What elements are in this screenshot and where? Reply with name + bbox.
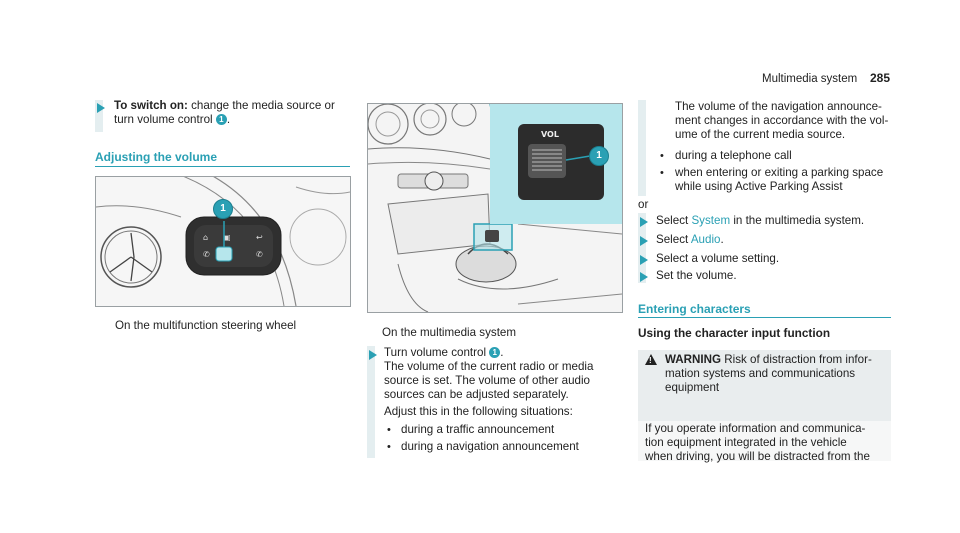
list-item: during a traffic announcement (401, 423, 555, 436)
situations-intro: Adjust this in the following situations: (384, 405, 573, 418)
turn-volume-step: Turn volume control 1. The volume of the… (384, 346, 594, 401)
step-end: . (226, 113, 231, 126)
page-number: 285 (870, 71, 891, 85)
step-arrow-icon (97, 103, 105, 113)
svg-text:▣: ▣ (223, 233, 231, 242)
figure-caption: On the multifunction steering wheel (115, 319, 297, 332)
svg-text:✆: ✆ (203, 250, 210, 259)
svg-text:↩: ↩ (256, 233, 263, 242)
warning-header (638, 350, 891, 421)
warning-body-text: If you operate information and communica… (645, 422, 870, 463)
console-illustration: VOL (368, 104, 622, 312)
step-text: turn volume control (114, 113, 213, 126)
continued-text: The volume of the navigation announce- m… (675, 100, 889, 141)
header-title: Multimedia system (762, 73, 858, 85)
step-arrow-icon (640, 272, 648, 282)
bullet-icon: • (660, 167, 664, 179)
step-text: change the media source or (187, 99, 335, 112)
or-label: or (638, 198, 649, 211)
step-arrow-icon (369, 350, 377, 360)
marker-1-icon: 1 (215, 114, 227, 125)
figure-marker-1-icon: 1 (589, 146, 609, 166)
running-header: Multimedia system (762, 72, 857, 86)
step-select-audio: Select Audio. (656, 233, 724, 246)
section-title-adjusting-volume: Adjusting the volume (95, 150, 218, 164)
bullet-icon: • (387, 441, 391, 453)
svg-text:VOL: VOL (541, 130, 559, 139)
steering-wheel-figure: ⌂ ▣ ↩ ✆ ✆ 1 (95, 176, 351, 307)
system-link[interactable]: System (691, 214, 731, 227)
bullet-icon: • (660, 150, 664, 162)
step-bar (367, 346, 375, 458)
step-set-volume: Set the volume. (656, 269, 737, 282)
bullet-icon: • (387, 424, 391, 436)
warning-exclamation: ! (649, 356, 652, 365)
list-item: during a navigation announcement (401, 440, 579, 453)
section-rule (95, 166, 350, 167)
list-item: during a telephone call (675, 149, 792, 162)
step-select-volume: Select a volume setting. (656, 252, 780, 265)
step-arrow-icon (640, 236, 648, 246)
steering-wheel-illustration: ⌂ ▣ ↩ ✆ ✆ (96, 177, 350, 306)
step-arrow-icon (640, 217, 648, 227)
warning-text: WARNING Risk of distraction from infor- … (665, 353, 872, 394)
svg-text:✆: ✆ (256, 250, 263, 259)
step-bar (638, 100, 646, 196)
step-select-system: Select System in the multimedia system. (656, 214, 865, 227)
warning-triangle-icon (645, 354, 657, 365)
warning-body (638, 421, 891, 461)
step-arrow-icon (640, 255, 648, 265)
subheading: Using the character input function (638, 326, 831, 340)
step-bar (638, 213, 646, 283)
figure-caption: On the multimedia system (382, 326, 517, 339)
switch-on-step: To switch on: change the media source or… (114, 99, 354, 127)
svg-text:⌂: ⌂ (203, 233, 208, 242)
figure-marker-1-icon: 1 (213, 199, 233, 219)
multimedia-figure: VOL 1 (367, 103, 623, 313)
section-title-entering-characters: Entering characters (638, 302, 751, 316)
audio-link[interactable]: Audio (690, 233, 721, 246)
step-bold: To switch on: (114, 99, 188, 112)
section-rule (638, 317, 891, 318)
step-bar (95, 100, 103, 132)
warning-label: WARNING (665, 353, 722, 366)
list-item: when entering or exiting a parking space… (675, 166, 884, 193)
marker-1-icon: 1 (489, 347, 501, 358)
